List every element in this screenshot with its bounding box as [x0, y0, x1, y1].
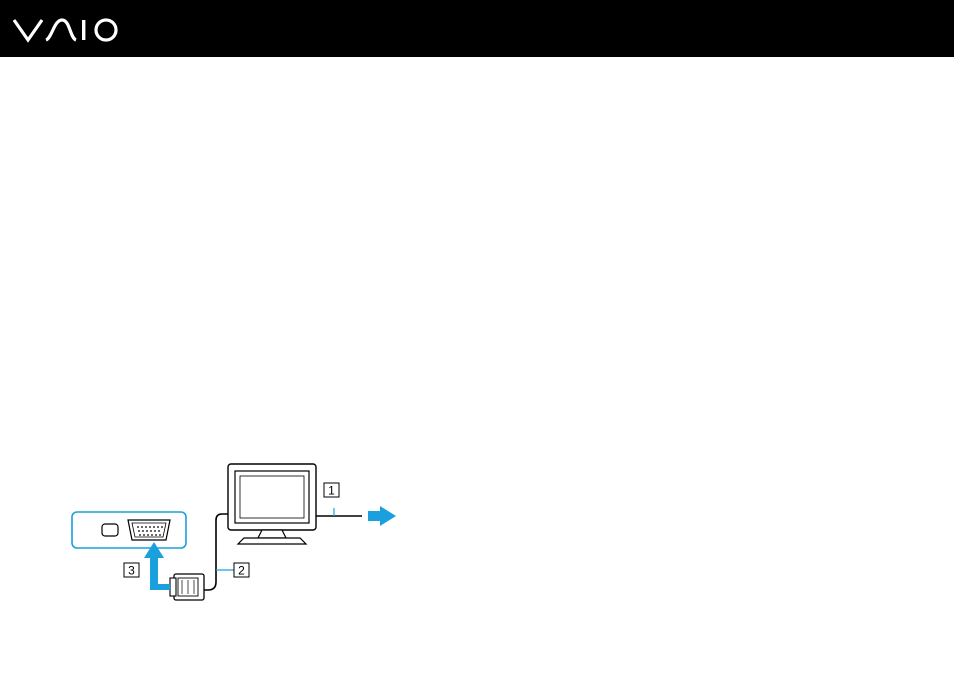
monitor-connection-diagram: 1 2 3 [66, 458, 406, 608]
callout-3: 3 [124, 563, 139, 578]
connect-arrow [144, 542, 170, 590]
vga-connector [170, 574, 204, 600]
callout-1: 1 [324, 483, 339, 498]
header-bar [0, 0, 954, 57]
vaio-logo [12, 14, 122, 44]
power-cable [316, 506, 396, 526]
monitor [228, 464, 316, 544]
callout-2-label: 2 [238, 564, 245, 578]
callout-3-label: 3 [128, 564, 135, 578]
computer-port-panel [72, 512, 186, 548]
callout-2: 2 [234, 563, 249, 578]
callout-1-label: 1 [328, 484, 335, 498]
